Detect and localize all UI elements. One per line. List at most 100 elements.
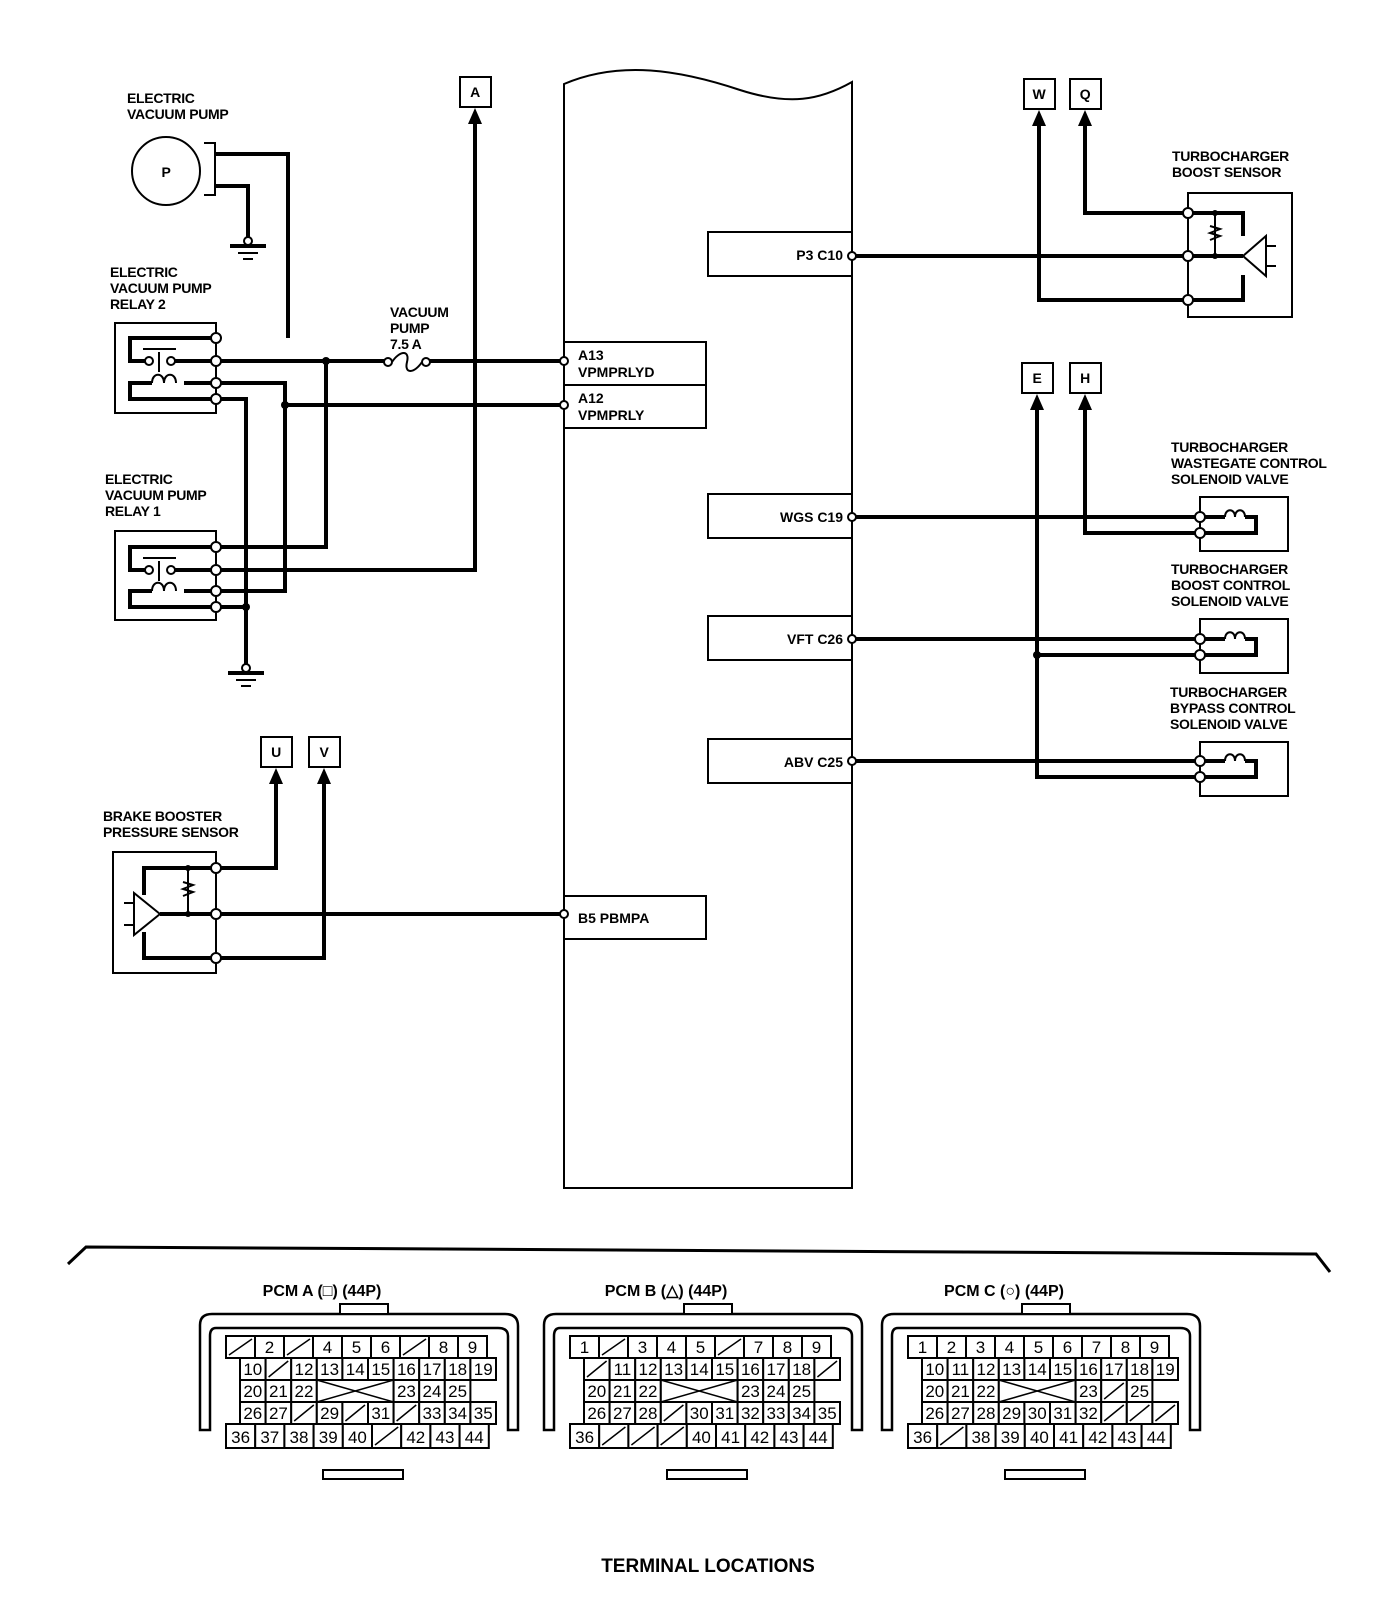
terminal-number: 38 <box>290 1428 309 1447</box>
svg-text:E: E <box>1032 370 1041 386</box>
svg-text:A13: A13 <box>578 347 604 363</box>
terminal-cell <box>802 1423 834 1449</box>
unused-terminal-slash <box>396 1404 417 1422</box>
wastegate-control-solenoid-valve: TURBOCHARGER WASTEGATE CONTROL SOLENOID … <box>1171 439 1328 552</box>
unused-terminal-slash <box>1129 1404 1150 1422</box>
pin-box-p3: P3 C10 <box>707 231 853 277</box>
terminal-number: 24 <box>423 1382 442 1401</box>
connector-housing <box>198 1312 520 1432</box>
terminal-a13 <box>559 356 569 366</box>
fuse-vacuum-pump: VACUUM PUMP 7.5 A <box>383 304 449 372</box>
svg-text:ABV C25: ABV C25 <box>784 754 843 770</box>
unused-terminal-slash <box>402 1338 427 1356</box>
unused-terminal-slash <box>663 1404 684 1422</box>
terminal-number: 2 <box>947 1338 956 1357</box>
terminal-number: 6 <box>381 1338 390 1357</box>
terminal-number: 32 <box>1079 1404 1098 1423</box>
boost-control-solenoid-valve: TURBOCHARGER BOOST CONTROL SOLENOID VALV… <box>1171 561 1291 674</box>
terminal-number: 44 <box>1147 1428 1166 1447</box>
terminal-number: 12 <box>639 1360 658 1379</box>
svg-text:SOLENOID VALVE: SOLENOID VALVE <box>1171 593 1288 609</box>
svg-text:VACUUM PUMP: VACUUM PUMP <box>105 487 206 503</box>
svg-text:RELAY 2: RELAY 2 <box>110 296 166 312</box>
unused-terminal-slash <box>939 1426 964 1446</box>
relay-1: ELECTRIC VACUUM PUMP RELAY 1 <box>105 471 222 621</box>
svg-text:A12: A12 <box>578 390 604 406</box>
terminal-number: 21 <box>951 1382 970 1401</box>
terminal-number: 24 <box>767 1382 786 1401</box>
svg-text:W: W <box>1033 86 1047 102</box>
terminal-number: 8 <box>1121 1338 1130 1357</box>
terminal-number: 30 <box>1028 1404 1047 1423</box>
terminal-number: 6 <box>1063 1338 1072 1357</box>
terminal-number: 16 <box>1079 1360 1098 1379</box>
svg-text:7.5 A: 7.5 A <box>390 336 422 352</box>
terminal-cell <box>1053 1423 1085 1449</box>
svg-text:VACUUM PUMP: VACUUM PUMP <box>127 106 228 122</box>
svg-text:WGS C19: WGS C19 <box>780 509 843 525</box>
connector-title: PCM C (○) (44P) <box>944 1283 1064 1300</box>
unused-terminal-slash <box>268 1360 289 1378</box>
terminal-number: 21 <box>613 1382 632 1401</box>
unused-terminal-slash <box>1103 1382 1125 1400</box>
terminal-cell <box>469 1357 497 1381</box>
terminal-number: 39 <box>319 1428 338 1447</box>
connector-latch <box>1021 1303 1071 1315</box>
terminal-number: 9 <box>812 1338 821 1357</box>
terminal-number: 17 <box>423 1360 442 1379</box>
terminal-number: 20 <box>925 1382 944 1401</box>
terminal-number: 27 <box>951 1404 970 1423</box>
terminal-number: 3 <box>976 1338 985 1357</box>
terminal-number: 40 <box>692 1428 711 1447</box>
terminal-number: 31 <box>371 1404 390 1423</box>
svg-text:VPMPRLYD: VPMPRLYD <box>578 364 655 380</box>
solenoid-wiring <box>847 394 1195 779</box>
boost-sensor-wiring <box>847 110 1183 302</box>
terminal-number: 40 <box>1030 1428 1049 1447</box>
terminal-number: 36 <box>231 1428 250 1447</box>
terminal-number: 36 <box>913 1428 932 1447</box>
pin-box-a12: A12 VPMPRLY <box>563 384 707 429</box>
terminal-number: 44 <box>809 1428 828 1447</box>
pin-box-abv: ABV C25 <box>707 738 853 784</box>
unused-terminal-slash <box>1103 1404 1125 1422</box>
terminal-number: 25 <box>1130 1382 1149 1401</box>
ground-icon <box>228 663 264 687</box>
svg-text:TURBOCHARGER: TURBOCHARGER <box>1171 439 1288 455</box>
terminal-number: 11 <box>952 1360 970 1379</box>
unused-terminal-slash <box>601 1338 626 1356</box>
terminal-number: 41 <box>721 1428 740 1447</box>
terminal-number: 4 <box>1005 1338 1014 1357</box>
terminal-cell <box>773 1423 805 1449</box>
terminal-number: 43 <box>1118 1428 1137 1447</box>
connector-key <box>666 1469 748 1480</box>
connector-latch <box>339 1303 389 1315</box>
terminal-number: 26 <box>587 1404 606 1423</box>
terminal-number: 12 <box>977 1360 996 1379</box>
ground-icon <box>230 236 266 260</box>
pin-box-vft: VFT C26 <box>707 615 853 661</box>
svg-text:WASTEGATE CONTROL: WASTEGATE CONTROL <box>1171 455 1327 471</box>
ref-box-u: U <box>260 736 293 768</box>
turbocharger-boost-sensor: TURBOCHARGER BOOST SENSOR <box>1172 148 1293 318</box>
bypass-control-solenoid-valve: TURBOCHARGER BYPASS CONTROL SOLENOID VAL… <box>1170 684 1296 797</box>
svg-text:VACUUM: VACUUM <box>390 304 449 320</box>
unused-terminal-slash <box>660 1426 685 1446</box>
terminal-number: 22 <box>295 1382 314 1401</box>
terminal-number: 27 <box>613 1404 632 1423</box>
svg-text:ELECTRIC: ELECTRIC <box>110 264 178 280</box>
pin-box-wgs: WGS C19 <box>707 493 853 539</box>
unused-terminal-slash <box>374 1426 399 1446</box>
terminal-number: 1 <box>580 1338 589 1357</box>
terminal-number: 14 <box>346 1360 365 1379</box>
terminal-number: 36 <box>575 1428 594 1447</box>
terminal-number: 40 <box>348 1428 367 1447</box>
unused-terminal-slash <box>228 1338 253 1356</box>
terminal-cell <box>1151 1357 1180 1381</box>
ref-box-w: W <box>1023 78 1056 110</box>
terminal-number: 5 <box>1034 1338 1043 1357</box>
unused-terminal-slash <box>293 1404 315 1422</box>
pin-box-a13: A13 VPMPRLYD <box>563 341 707 386</box>
terminal-number: 13 <box>664 1360 683 1379</box>
terminal-number: 12 <box>295 1360 314 1379</box>
